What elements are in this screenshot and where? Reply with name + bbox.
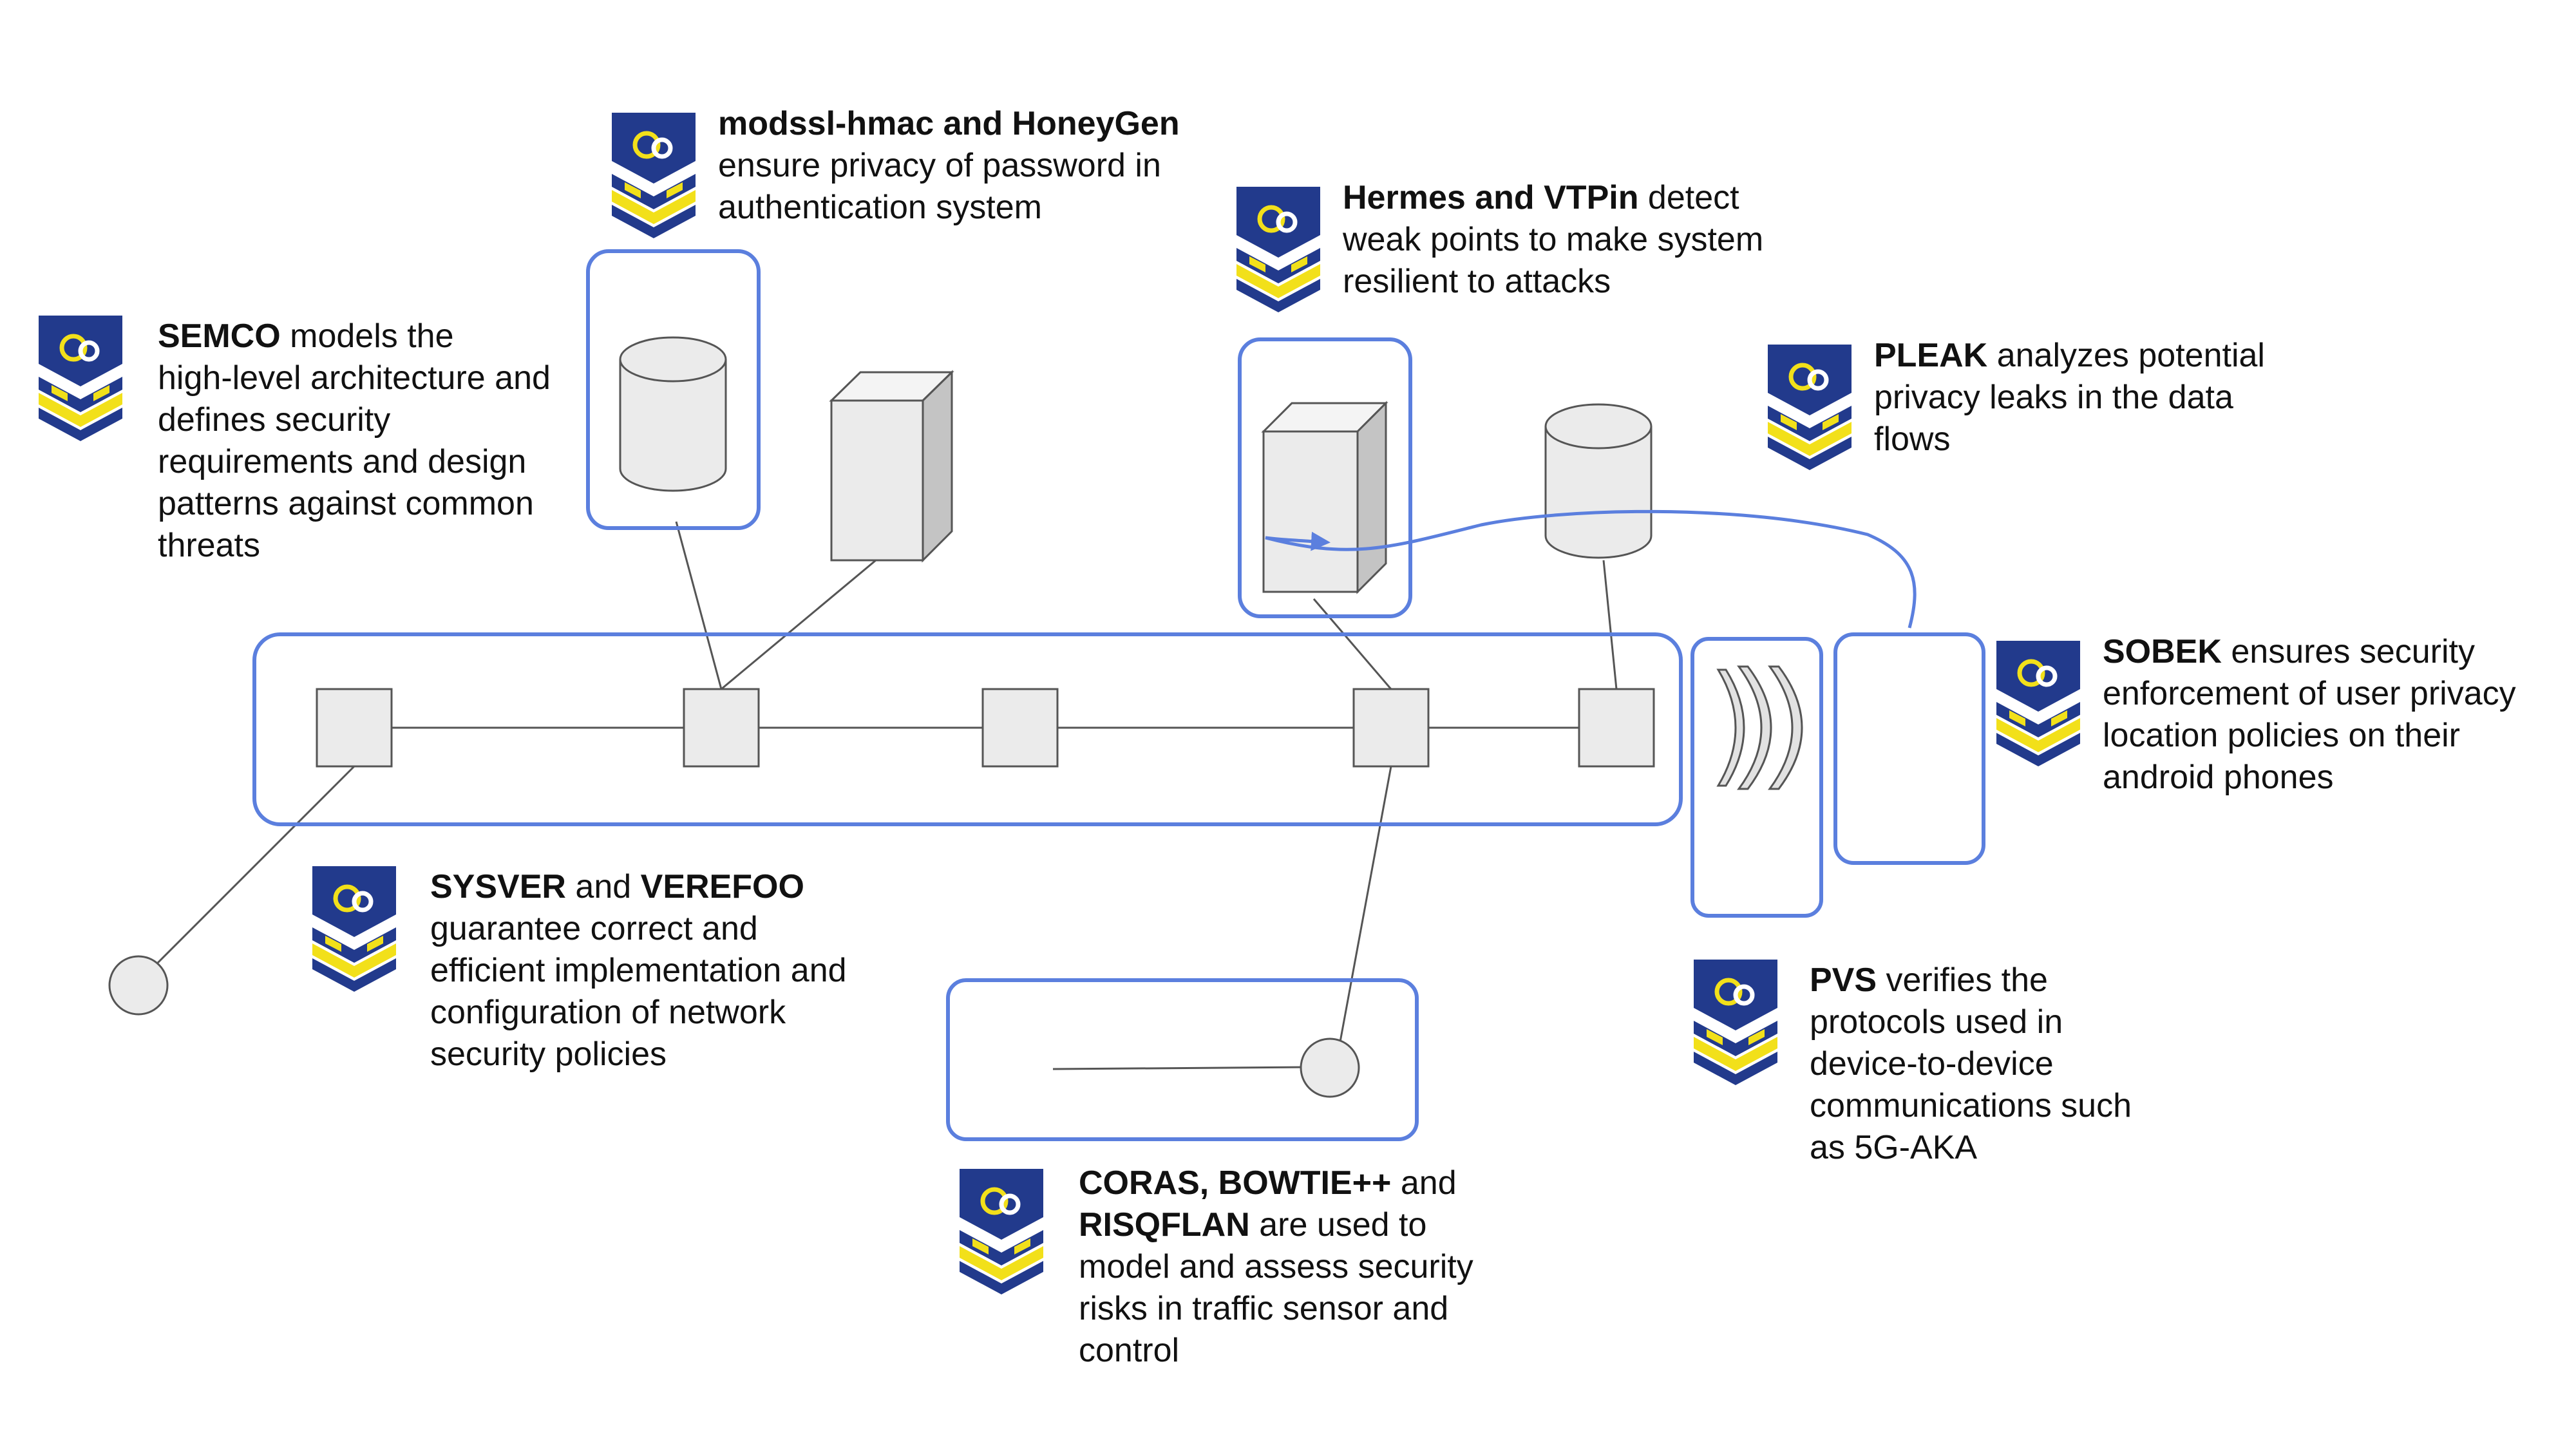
hermes-vtpin-annotation: Hermes and VTPin detect weak points to m…: [1343, 177, 1763, 303]
annotation-text: and: [565, 868, 641, 905]
link-db2-switch: [1602, 560, 1618, 690]
tool-name: VEREFOO: [640, 868, 804, 905]
network-switch-icon: [316, 688, 393, 768]
link-sensor-line: [1052, 1066, 1314, 1070]
annotation-line: ensure privacy of password in: [718, 147, 1161, 184]
sysver-verefoo-annotation: SYSVER and VEREFOO guarantee correct and…: [430, 866, 847, 1075]
server-box-icon: [829, 370, 954, 563]
network-switch-icon: [981, 688, 1059, 768]
annotation-line: threats: [158, 527, 260, 564]
annotation-line: control: [1079, 1332, 1180, 1369]
modssl-honeygen-annotation: modssl-hmac and HoneyGen ensure privacy …: [718, 103, 1180, 229]
project-shield-logo-icon: [1996, 641, 2080, 766]
annotation-line: resilient to attacks: [1343, 263, 1611, 300]
data-flow-arrow: [1265, 509, 1917, 629]
annotation-line: high-level architecture and: [158, 359, 551, 397]
annotation-line: requirements and design: [158, 443, 527, 480]
project-shield-logo-icon: [1768, 345, 1852, 470]
link-server-switch: [721, 559, 876, 690]
annotation-line: location policies on their: [2103, 717, 2460, 754]
annotation-text: verifies the: [1877, 961, 2048, 999]
network-switch-icon: [683, 688, 760, 768]
sobek-annotation: SOBEK ensures security enforcement of us…: [2103, 631, 2516, 799]
tool-name: PVS: [1810, 961, 1877, 999]
annotation-line: privacy leaks in the data: [1874, 379, 2233, 416]
link-vm-switch: [1312, 598, 1392, 690]
pvs-annotation: PVS verifies the protocols used in devic…: [1810, 960, 2132, 1169]
annotation-line: risks in traffic sensor and: [1079, 1290, 1449, 1327]
link-db-switch: [675, 521, 723, 690]
annotation-line: enforcement of user privacy: [2103, 675, 2516, 712]
sensor-node-icon: [1300, 1037, 1360, 1098]
project-shield-logo-icon: [312, 866, 396, 992]
annotation-text: models the: [280, 317, 454, 355]
tool-name: CORAS, BOWTIE++: [1079, 1164, 1392, 1202]
tool-name: PLEAK: [1874, 337, 1988, 374]
annotation-line: protocols used in: [1810, 1003, 2063, 1041]
annotation-line: efficient implementation and: [430, 952, 847, 989]
vm-group-box: [1238, 337, 1412, 618]
virtual-machine-icon: [1261, 401, 1388, 594]
annotation-line: security policies: [430, 1036, 667, 1073]
tool-name: Hermes and VTPin: [1343, 179, 1639, 216]
network-switch-icon: [1578, 688, 1655, 768]
annotation-text: and: [1391, 1164, 1457, 1202]
link-switch-sensor: [1335, 766, 1392, 1063]
tool-name: modssl-hmac and HoneyGen: [718, 105, 1180, 142]
annotation-line: defines security: [158, 401, 391, 439]
database-cylinder-icon: [619, 336, 727, 492]
link-switch-client: [153, 765, 355, 967]
annotation-line: flows: [1874, 421, 1951, 458]
terminal-node-icon: [108, 955, 169, 1016]
mobile-group-box: [1833, 632, 1985, 865]
annotation-line: configuration of network: [430, 994, 786, 1031]
pleak-annotation: PLEAK analyzes potential privacy leaks i…: [1874, 335, 2265, 460]
annotation-line: authentication system: [718, 189, 1042, 226]
tool-name: SYSVER: [430, 868, 566, 905]
sensor-group-box: [946, 978, 1419, 1141]
annotation-line: android phones: [2103, 759, 2334, 796]
project-shield-logo-icon: [1236, 187, 1320, 312]
annotation-line: guarantee correct and: [430, 910, 758, 947]
group-boxes: [252, 249, 1985, 1141]
database-group-box: [586, 249, 761, 530]
tool-name: RISQFLAN: [1079, 1206, 1250, 1244]
annotation-line: patterns against common: [158, 485, 534, 522]
project-shield-logo-icon: [1694, 960, 1777, 1085]
database-cylinder-icon: [1544, 403, 1653, 559]
coras-bowtie-risqflan-annotation: CORAS, BOWTIE++ and RISQFLAN are used to…: [1079, 1162, 1473, 1372]
annotation-line: as 5G-AKA: [1810, 1129, 1978, 1166]
project-shield-logo-icon: [612, 113, 696, 238]
wireless-group-box: [1690, 637, 1823, 918]
annotation-text: detect: [1638, 179, 1739, 216]
backbone-switches: [316, 688, 1655, 768]
annotation-line: model and assess security: [1079, 1248, 1473, 1285]
annotation-text: analyzes potential: [1987, 337, 2265, 374]
project-shield-logo-icon: [960, 1169, 1043, 1294]
network-switch-icon: [1352, 688, 1430, 768]
annotation-text: are used to: [1249, 1206, 1427, 1244]
annotation-line: weak points to make system: [1343, 221, 1764, 258]
annotation-line: communications such: [1810, 1087, 2132, 1124]
semco-annotation: SEMCO models the high-level architecture…: [158, 316, 551, 567]
backbone-group-box: [252, 632, 1683, 826]
project-shield-logo-icon: [39, 316, 122, 441]
wireless-signal-icon: [1716, 665, 1803, 790]
annotation-text: ensures security: [2221, 633, 2475, 670]
tool-name: SOBEK: [2103, 633, 2222, 670]
annotation-line: device-to-device: [1810, 1045, 2054, 1083]
tool-name: SEMCO: [158, 317, 281, 355]
